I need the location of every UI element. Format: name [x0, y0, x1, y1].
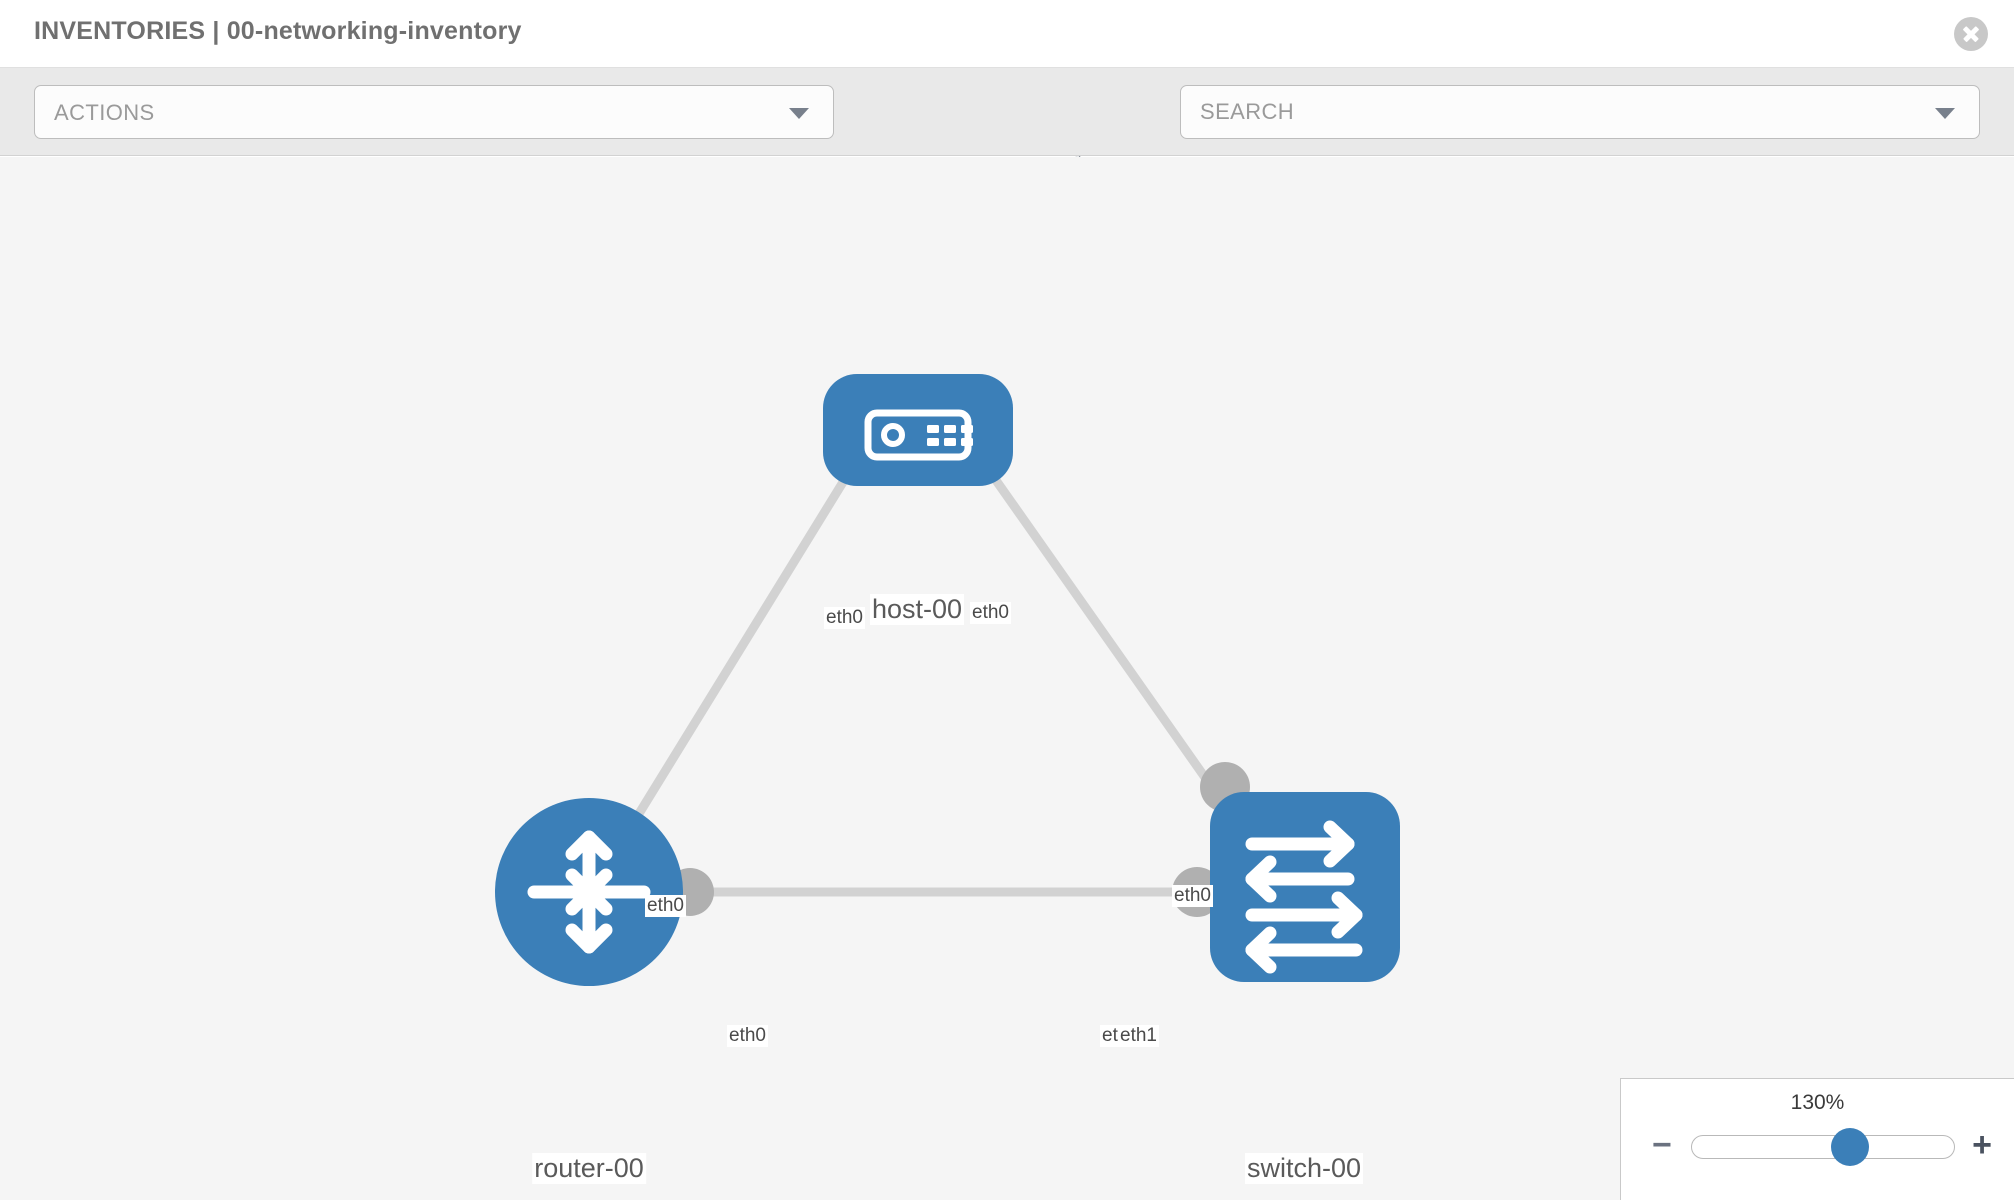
iface-label-switch00-up: eth0 [1172, 885, 1213, 907]
actions-dropdown[interactable]: ACTIONS [34, 85, 834, 139]
page-header: INVENTORIES | 00-networking-inventory [0, 0, 2014, 68]
chevron-down-icon [789, 108, 809, 119]
close-icon[interactable] [1954, 17, 1988, 51]
search-field[interactable] [1180, 85, 1980, 139]
topology-canvas[interactable]: host-00 router-00 switch-00 eth0 eth0 et… [0, 157, 2014, 1200]
iface-label-host00-left: eth0 [824, 607, 865, 629]
iface-label-host00-right: eth0 [970, 602, 1011, 624]
plus-icon[interactable]: + [1972, 1126, 1992, 1164]
search-input[interactable] [1200, 86, 1900, 138]
minus-icon[interactable]: − [1652, 1126, 1672, 1164]
topology-graph [495, 374, 1400, 986]
zoom-slider-thumb[interactable] [1831, 1128, 1870, 1166]
node-label-host-00: host-00 [869, 594, 965, 625]
server-icon-vents [927, 425, 973, 446]
iface-label-switch00-left: eth1 [1118, 1025, 1159, 1047]
zoom-control-panel: 130% − + [1620, 1078, 2014, 1200]
node-host-00 [823, 374, 1013, 486]
search-chevron-down-icon[interactable] [1935, 108, 1955, 119]
link-host00-router00 [596, 419, 884, 880]
zoom-level-label: 130% [1790, 1091, 1845, 1114]
page-title: INVENTORIES | 00-networking-inventory [34, 17, 522, 45]
node-switch-00 [1210, 792, 1400, 982]
iface-label-router00-right: eth0 [727, 1025, 768, 1047]
node-label-switch-00: switch-00 [1244, 1153, 1364, 1184]
server-icon-led [881, 423, 905, 447]
router-arrows-icon [527, 830, 651, 954]
node-label-router-00: router-00 [532, 1153, 646, 1184]
iface-label-router00-up: eth0 [645, 895, 686, 917]
link-group [596, 419, 1279, 897]
node-router-00 [495, 798, 683, 986]
switch-arrows-icon [1245, 820, 1363, 974]
toolbar: ACTIONS [0, 68, 2014, 191]
zoom-slider-track[interactable] [1691, 1135, 1955, 1159]
actions-dropdown-label: ACTIONS [54, 100, 155, 125]
server-icon [864, 409, 972, 461]
